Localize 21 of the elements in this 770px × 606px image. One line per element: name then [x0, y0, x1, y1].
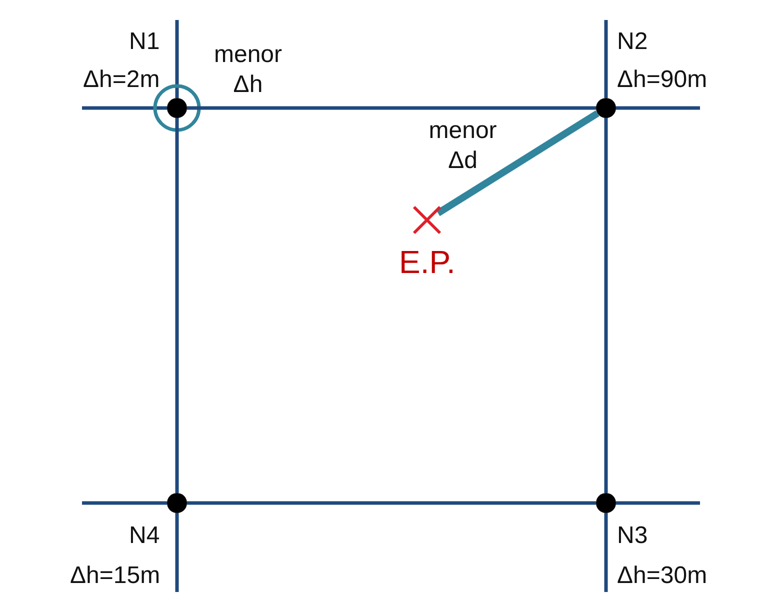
node-caption: N1: [129, 28, 160, 56]
grid-line: [175, 118, 179, 493]
edge-label: menor Δd: [428, 116, 498, 176]
junction-dot: [167, 493, 187, 513]
grid-line: [187, 501, 596, 505]
grid-line: [187, 106, 596, 110]
node-caption: Δh=2m: [83, 66, 160, 94]
distance-line: [436, 110, 600, 216]
node-caption: N4: [129, 522, 160, 550]
annotation-text: menor Δh: [212, 40, 284, 100]
node-caption: E.P.: [399, 244, 456, 280]
grid-line: [604, 118, 608, 493]
node-caption: Δh=30m: [617, 562, 708, 590]
node-caption: Δh=15m: [70, 562, 160, 590]
junction-dot: [167, 98, 187, 118]
node-caption: Δh=90m: [617, 66, 708, 94]
node-caption: N2: [617, 28, 648, 56]
node-caption: N3: [617, 522, 648, 550]
junction-dot: [596, 98, 616, 118]
cross-mark: [414, 207, 440, 233]
junction-dot: [596, 493, 616, 513]
